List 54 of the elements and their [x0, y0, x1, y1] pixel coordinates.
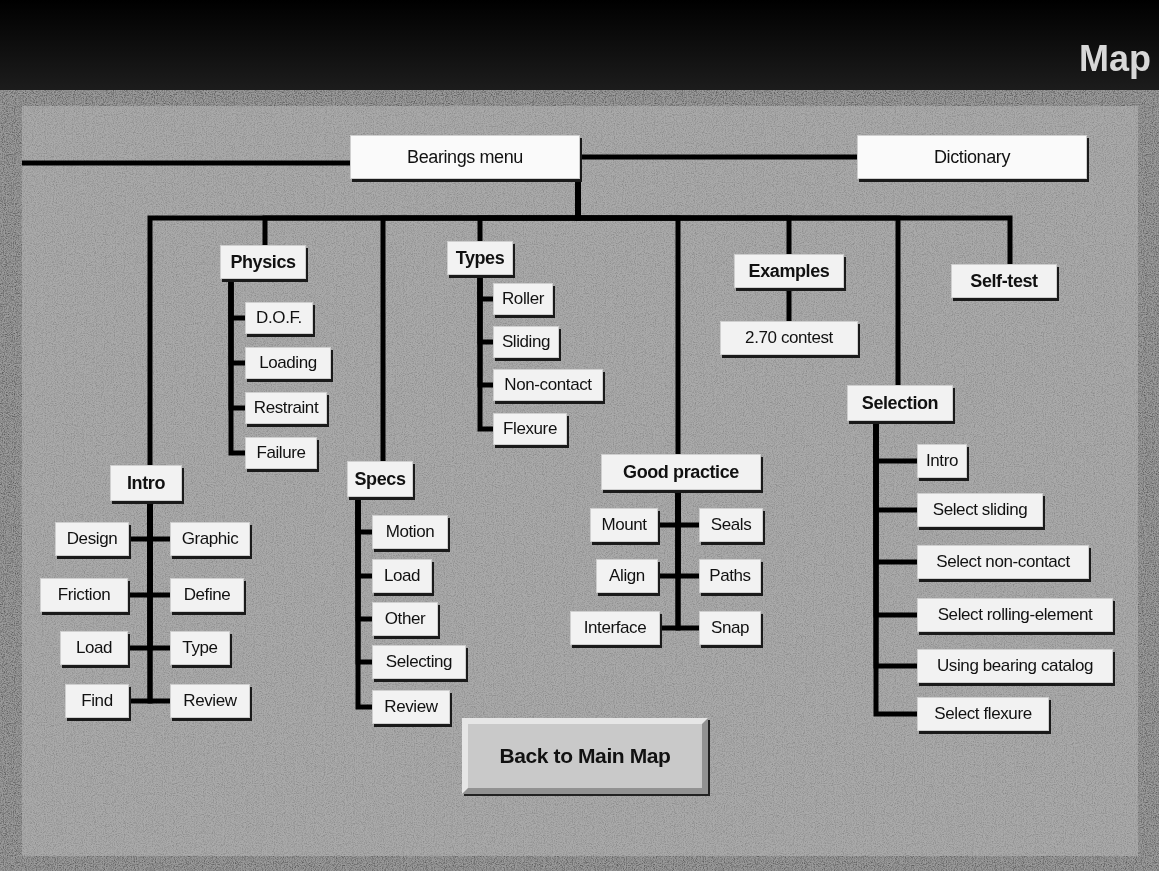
topic-box: Seals — [699, 508, 763, 542]
connector-line — [22, 160, 350, 166]
topic-box: Friction — [40, 578, 128, 612]
topic-box: D.O.F. — [245, 302, 313, 334]
topic-box: Roller — [493, 283, 553, 315]
topic-box: Paths — [699, 559, 761, 593]
topic-box: Select rolling-element — [917, 598, 1113, 632]
topic-box: Other — [372, 602, 438, 636]
topic-box: Motion — [372, 515, 448, 549]
section-box: Intro — [110, 465, 182, 501]
connector-line — [873, 421, 917, 717]
topic-box: Review — [170, 684, 250, 718]
connector-line — [580, 154, 857, 160]
topic-box: Selecting — [372, 645, 466, 679]
topic-box: 2.70 contest — [720, 321, 858, 355]
section-box: Good practice — [601, 454, 761, 490]
topic-box: Load — [372, 559, 432, 593]
menu-box: Bearings menu — [350, 135, 580, 179]
topic-box: Select sliding — [917, 493, 1043, 527]
topic-box: Sliding — [493, 326, 559, 358]
topic-box: Review — [372, 690, 450, 724]
section-box: Examples — [734, 254, 844, 288]
topic-box: Find — [65, 684, 129, 718]
topic-box: Type — [170, 631, 230, 665]
topic-box: Design — [55, 522, 129, 556]
connector-line — [355, 497, 372, 710]
topic-box: Mount — [590, 508, 658, 542]
section-box: Types — [447, 241, 513, 275]
topic-box: Flexure — [493, 413, 567, 445]
connector-line — [786, 288, 792, 321]
section-box: Specs — [347, 461, 413, 497]
topic-box: Snap — [699, 611, 761, 645]
connector-line — [575, 179, 1013, 264]
section-box: Self-test — [951, 264, 1057, 298]
connector-line — [228, 279, 245, 456]
topic-box: Load — [60, 631, 128, 665]
back-button: Back to Main Map — [462, 718, 708, 794]
section-box: Physics — [220, 245, 306, 279]
connector-line — [477, 275, 493, 432]
topic-box: Intro — [917, 444, 967, 478]
section-box: Selection — [847, 385, 953, 421]
page-title: Map — [1079, 38, 1151, 80]
topic-box: Loading — [245, 347, 331, 379]
topic-box: Align — [596, 559, 658, 593]
topic-box: Graphic — [170, 522, 250, 556]
topic-box: Restraint — [245, 392, 327, 424]
topic-box: Interface — [570, 611, 660, 645]
topic-box: Select non-contact — [917, 545, 1089, 579]
menu-box: Dictionary — [857, 135, 1087, 179]
topic-box: Non-contact — [493, 369, 603, 401]
topic-box: Failure — [245, 437, 317, 469]
topic-box: Select flexure — [917, 697, 1049, 731]
topic-box: Using bearing catalog — [917, 649, 1113, 683]
topic-box: Define — [170, 578, 244, 612]
